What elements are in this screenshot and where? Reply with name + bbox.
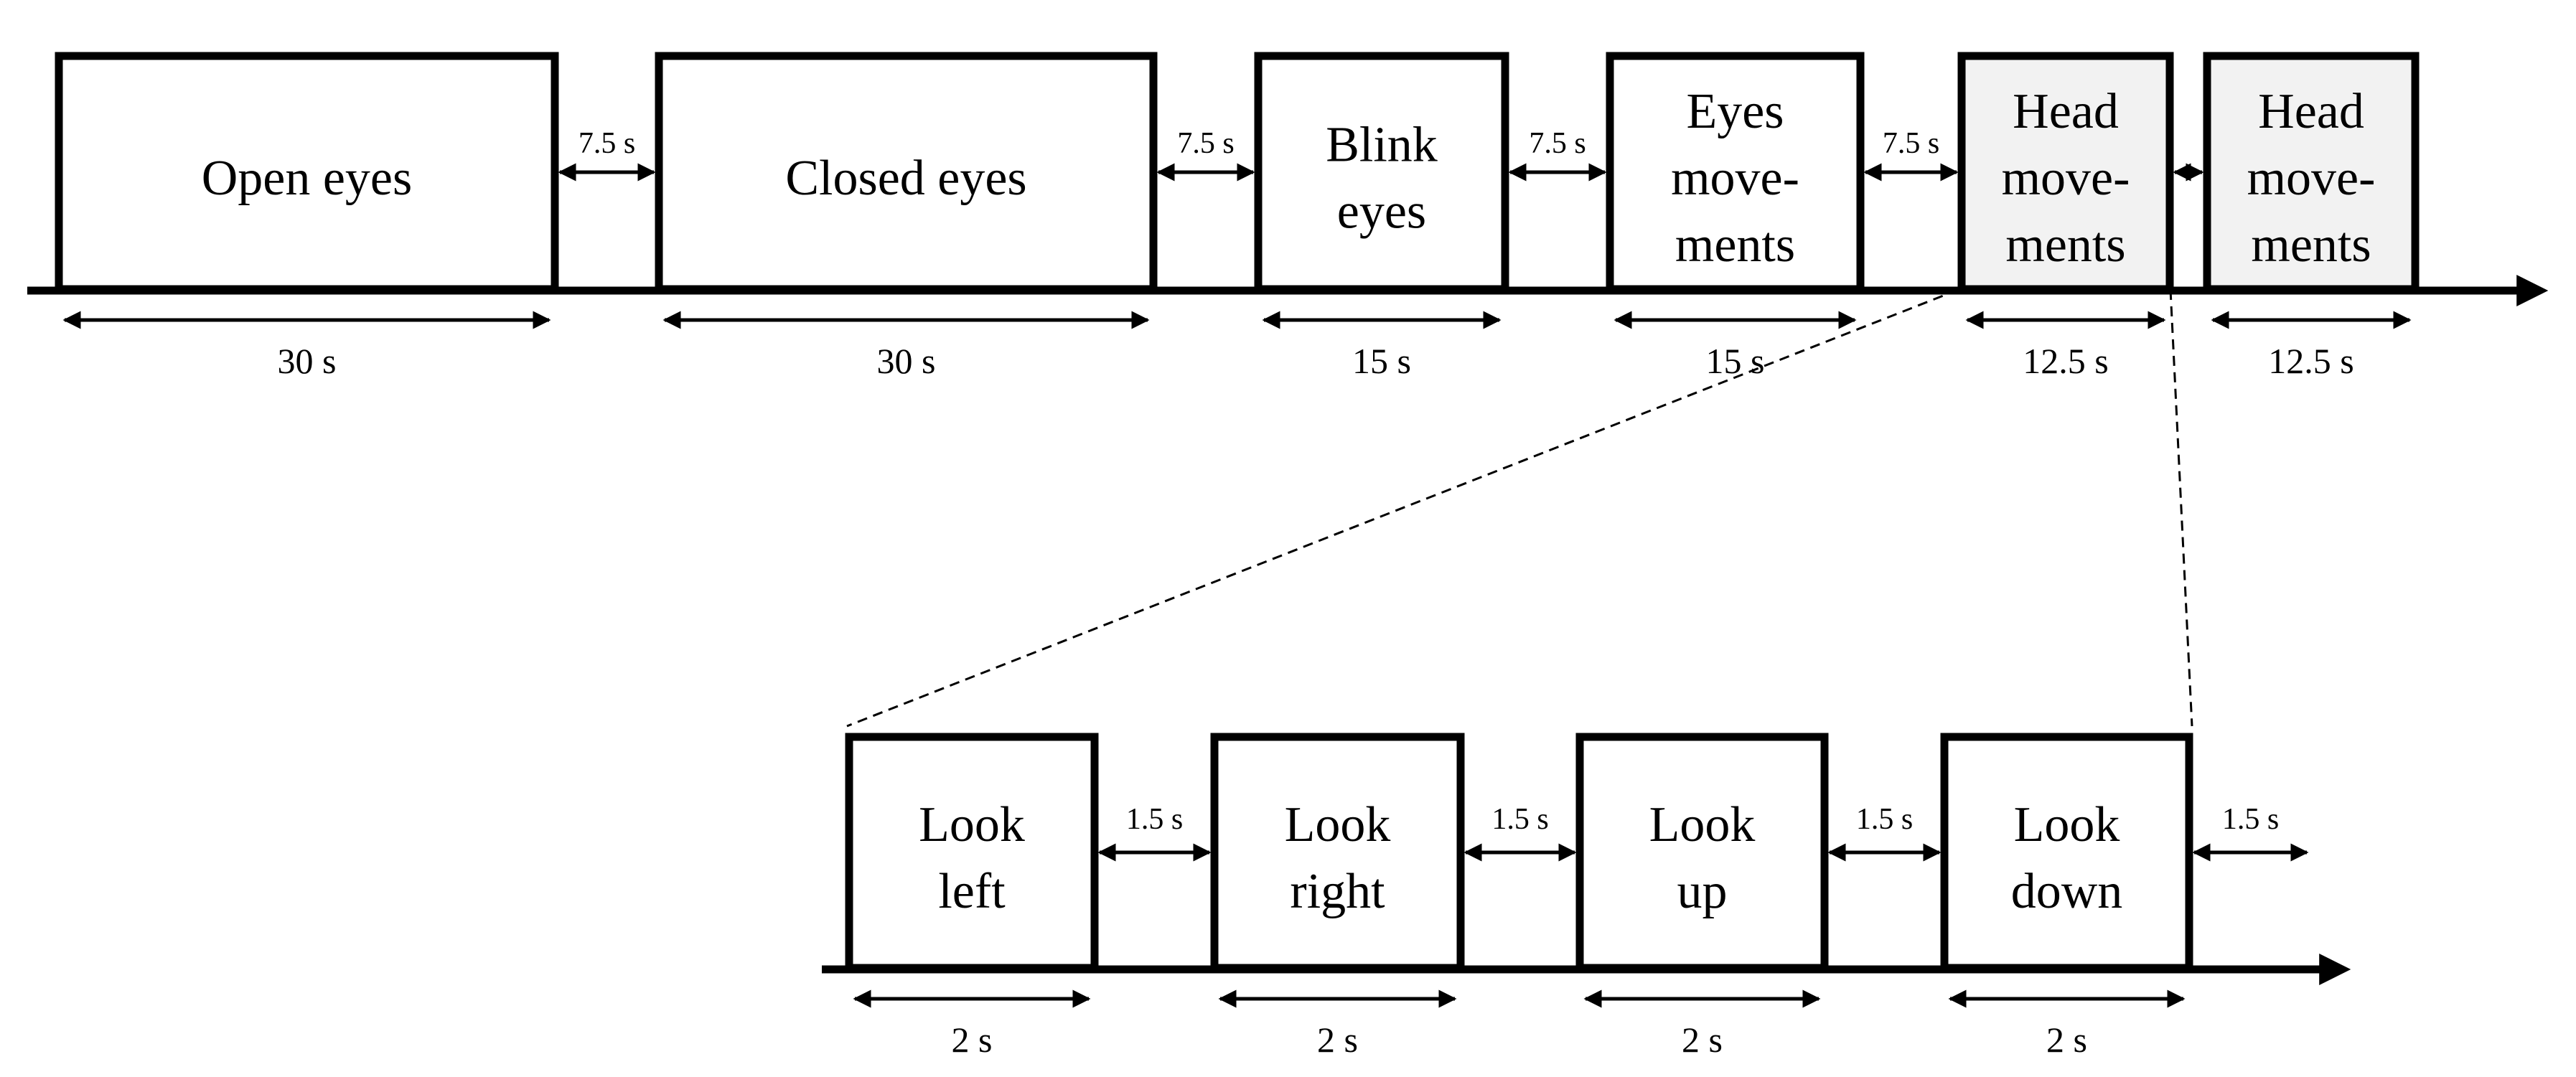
detail-gap-label: 1.5 s (1856, 803, 1913, 836)
main-gap-label: 7.5 s (579, 127, 635, 160)
main-block-label: Eyes (1686, 84, 1784, 139)
main-duration-label: 15 s (1706, 341, 1765, 381)
main-block-label: Head (2258, 84, 2364, 139)
main-timeline: Open eyes 30 s Closed eyes 30 s Blink eyes 15 … (55, 52, 2420, 381)
main-duration-label: 30 s (278, 341, 337, 381)
main-block-label: eyes (1337, 184, 1426, 240)
detail-block-label: Look (1285, 797, 1391, 852)
main-duration-label: 12.5 s (2023, 341, 2108, 381)
main-block (2203, 52, 2420, 293)
detail-gap-label: 1.5 s (2222, 803, 2279, 836)
detail-duration-label: 2 s (1317, 1020, 1358, 1060)
main-duration-label: 15 s (1352, 341, 1411, 381)
main-duration-label: 12.5 s (2268, 341, 2353, 381)
detail-block-label: Look (1649, 797, 1756, 852)
main-block-label: Open eyes (202, 151, 413, 206)
main-block-label: ments (1675, 217, 1795, 273)
detail-timeline: Look left 2 s Look right 2 s Look up 2 s Look down… (845, 733, 2309, 1060)
main-block-label: Head (2013, 84, 2119, 139)
detail-block-label: right (1290, 864, 1385, 919)
main-block-label: ments (2251, 217, 2371, 273)
main-block (1254, 52, 1509, 293)
main-block-label: move- (1671, 151, 1799, 206)
zoom-guide-right (2169, 289, 2193, 727)
main-block-label: move- (2002, 151, 2130, 206)
detail-block (1940, 733, 2193, 972)
zoom-guide-left (846, 288, 1959, 728)
main-block-label: Closed eyes (785, 151, 1026, 206)
detail-duration-label: 2 s (2046, 1020, 2087, 1060)
detail-gap-label: 1.5 s (1491, 803, 1548, 836)
detail-block-label: down (2011, 864, 2123, 919)
main-gap-label: 7.5 s (1883, 127, 1939, 160)
detail-gap-label: 1.5 s (1126, 803, 1183, 836)
main-block-label: move- (2247, 151, 2376, 206)
detail-duration-label: 2 s (1682, 1020, 1723, 1060)
main-block (655, 52, 1158, 293)
main-block (55, 52, 559, 293)
main-block (1606, 52, 1865, 293)
detail-block (845, 733, 1099, 972)
main-gap-label: 7.5 s (1177, 127, 1234, 160)
main-block-label: ments (2005, 217, 2125, 273)
detail-duration-label: 2 s (952, 1020, 993, 1060)
detail-block-label: left (938, 864, 1006, 919)
detail-block (1210, 733, 1465, 972)
main-gap-label: 7.5 s (1529, 127, 1586, 160)
main-duration-label: 30 s (877, 341, 936, 381)
detail-block-label: up (1677, 864, 1728, 919)
main-block-label: Blink (1326, 118, 1438, 173)
detail-block-label: Look (2014, 797, 2120, 852)
detail-block (1575, 733, 1829, 972)
detail-block-label: Look (919, 797, 1025, 852)
main-block (1957, 52, 2174, 293)
